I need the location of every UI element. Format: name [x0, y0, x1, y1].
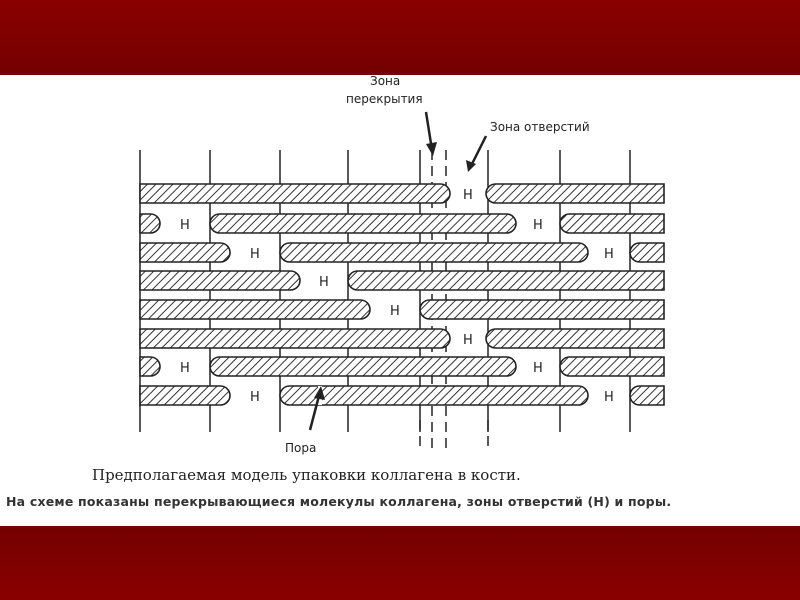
hole-marker-label: H [604, 390, 614, 405]
hole-zone-label: Зона отверстий [490, 120, 590, 134]
hole-marker-label: H [390, 304, 400, 319]
collagen-molecule [139, 328, 451, 349]
caption-title: Предполагаемая модель упаковки коллагена… [92, 466, 521, 484]
collagen-molecule [485, 183, 665, 204]
collagen-molecule [485, 328, 665, 349]
top-maroon-band [0, 0, 800, 75]
collagen-molecule [139, 183, 451, 204]
hole-marker-label: H [463, 333, 473, 348]
collagen-molecule [209, 356, 517, 377]
slide-content [0, 75, 800, 526]
overlap-zone-label-2: перекрытия [346, 92, 423, 106]
hole-marker-label: H [463, 188, 473, 203]
collagen-molecule [139, 242, 231, 263]
collagen-molecule [139, 385, 231, 406]
collagen-molecule [139, 213, 161, 234]
hole-marker-label: H [319, 275, 329, 290]
collagen-molecule [629, 385, 665, 406]
hole-marker-label: H [180, 361, 190, 376]
collagen-molecule [559, 356, 665, 377]
molecule-rows [139, 183, 665, 406]
collagen-molecule [279, 385, 589, 406]
hole-marker-label: H [533, 361, 543, 376]
hole-marker-label: H [250, 247, 260, 262]
hole-markers: H H H H H H H H H H H H [180, 188, 614, 405]
hole-marker-label: H [180, 218, 190, 233]
collagen-molecule [279, 242, 589, 263]
collagen-molecule [559, 213, 665, 234]
overlap-zone-label-1: Зона [370, 74, 400, 88]
overlap-arrowhead-icon [426, 142, 437, 156]
annotations: Зона перекрытия Зона отверстий Пора [285, 74, 590, 455]
collagen-molecule [209, 213, 517, 234]
collagen-molecule [629, 242, 665, 263]
collagen-molecule [347, 270, 665, 291]
collagen-molecule [419, 299, 665, 320]
hole-marker-label: H [604, 247, 614, 262]
hole-arrowhead-icon [466, 160, 476, 172]
collagen-molecule [139, 270, 301, 291]
bottom-maroon-band [0, 526, 800, 600]
hole-marker-label: H [533, 218, 543, 233]
caption-description: На схеме показаны перекрывающиеся молеку… [6, 494, 672, 509]
collagen-molecule [139, 356, 161, 377]
hole-marker-label: H [250, 390, 260, 405]
pore-arrowhead-icon [314, 386, 325, 400]
collagen-molecule [139, 299, 371, 320]
pore-label: Пора [285, 441, 316, 455]
